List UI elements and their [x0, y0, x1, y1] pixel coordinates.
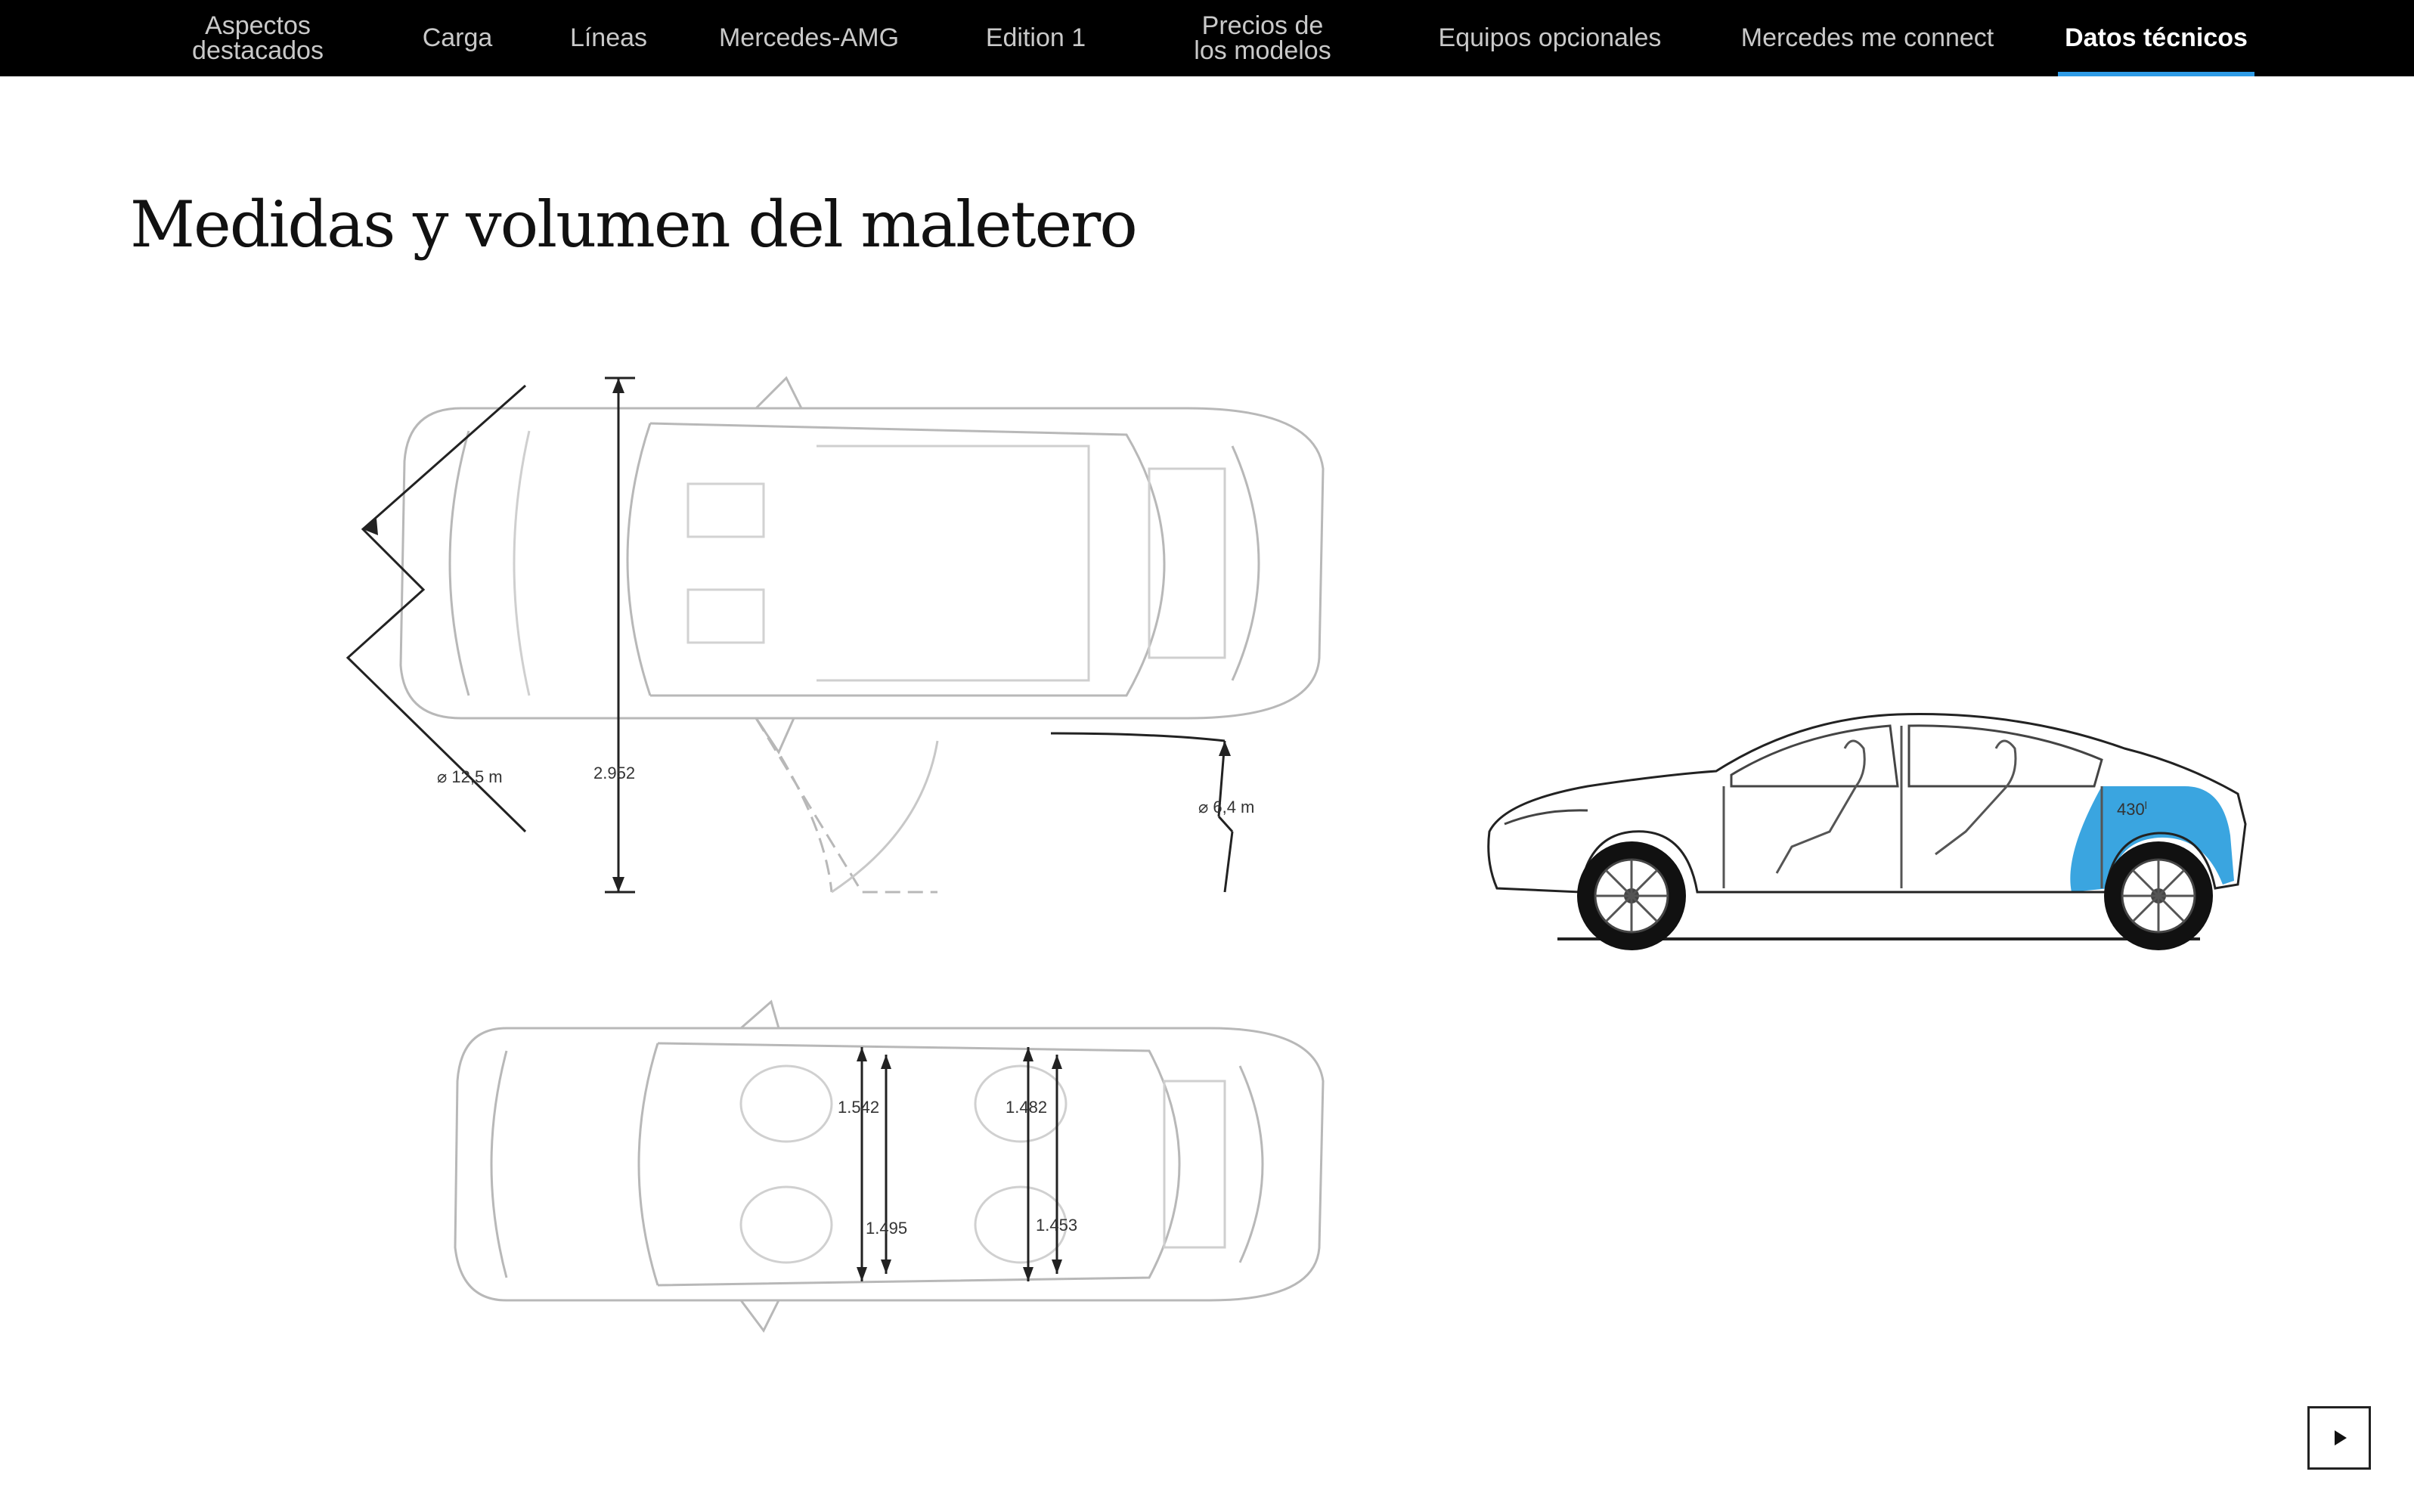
trunk-volume-label: 430l — [2117, 799, 2147, 819]
interior-top-view-diagram: 1.542 1.495 1.482 1.453 — [454, 999, 1325, 1333]
nav-item-carga[interactable]: Carga — [422, 23, 493, 52]
next-page-button[interactable] — [2307, 1406, 2371, 1470]
nav-item-equipos-opcionales[interactable]: Equipos opcionales — [1438, 23, 1662, 52]
nav-item-lineas[interactable]: Líneas — [569, 23, 648, 52]
turning-circle-label: ⌀ 12,5 m — [437, 767, 503, 786]
top-view-car-diagram: ⌀ 12,5 m 2.952 ⌀ 6,4 m — [346, 376, 1325, 894]
rear-hip-width-label: 1.453 — [1036, 1216, 1077, 1235]
side-view-car-diagram: 430l — [1487, 713, 2247, 950]
front-hip-width-label: 1.495 — [866, 1219, 907, 1238]
front-shoulder-width-label: 1.542 — [838, 1098, 879, 1117]
rear-shoulder-width-label: 1.482 — [1006, 1098, 1047, 1117]
nav-item-edition-1[interactable]: Edition 1 — [985, 23, 1086, 52]
nav-item-mercedes-me-connect[interactable]: Mercedes me connect — [1740, 23, 1994, 52]
nav-item-mercedes-amg[interactable]: Mercedes-AMG — [718, 23, 900, 52]
nav-item-datos-tecnicos[interactable]: Datos técnicos — [2058, 0, 2254, 76]
play-icon — [2335, 1430, 2347, 1445]
rear-turn-label: ⌀ 6,4 m — [1198, 798, 1254, 816]
wheelbase-label: 2.952 — [593, 764, 635, 782]
page-title: Medidas y volumen del maletero — [130, 187, 1138, 262]
